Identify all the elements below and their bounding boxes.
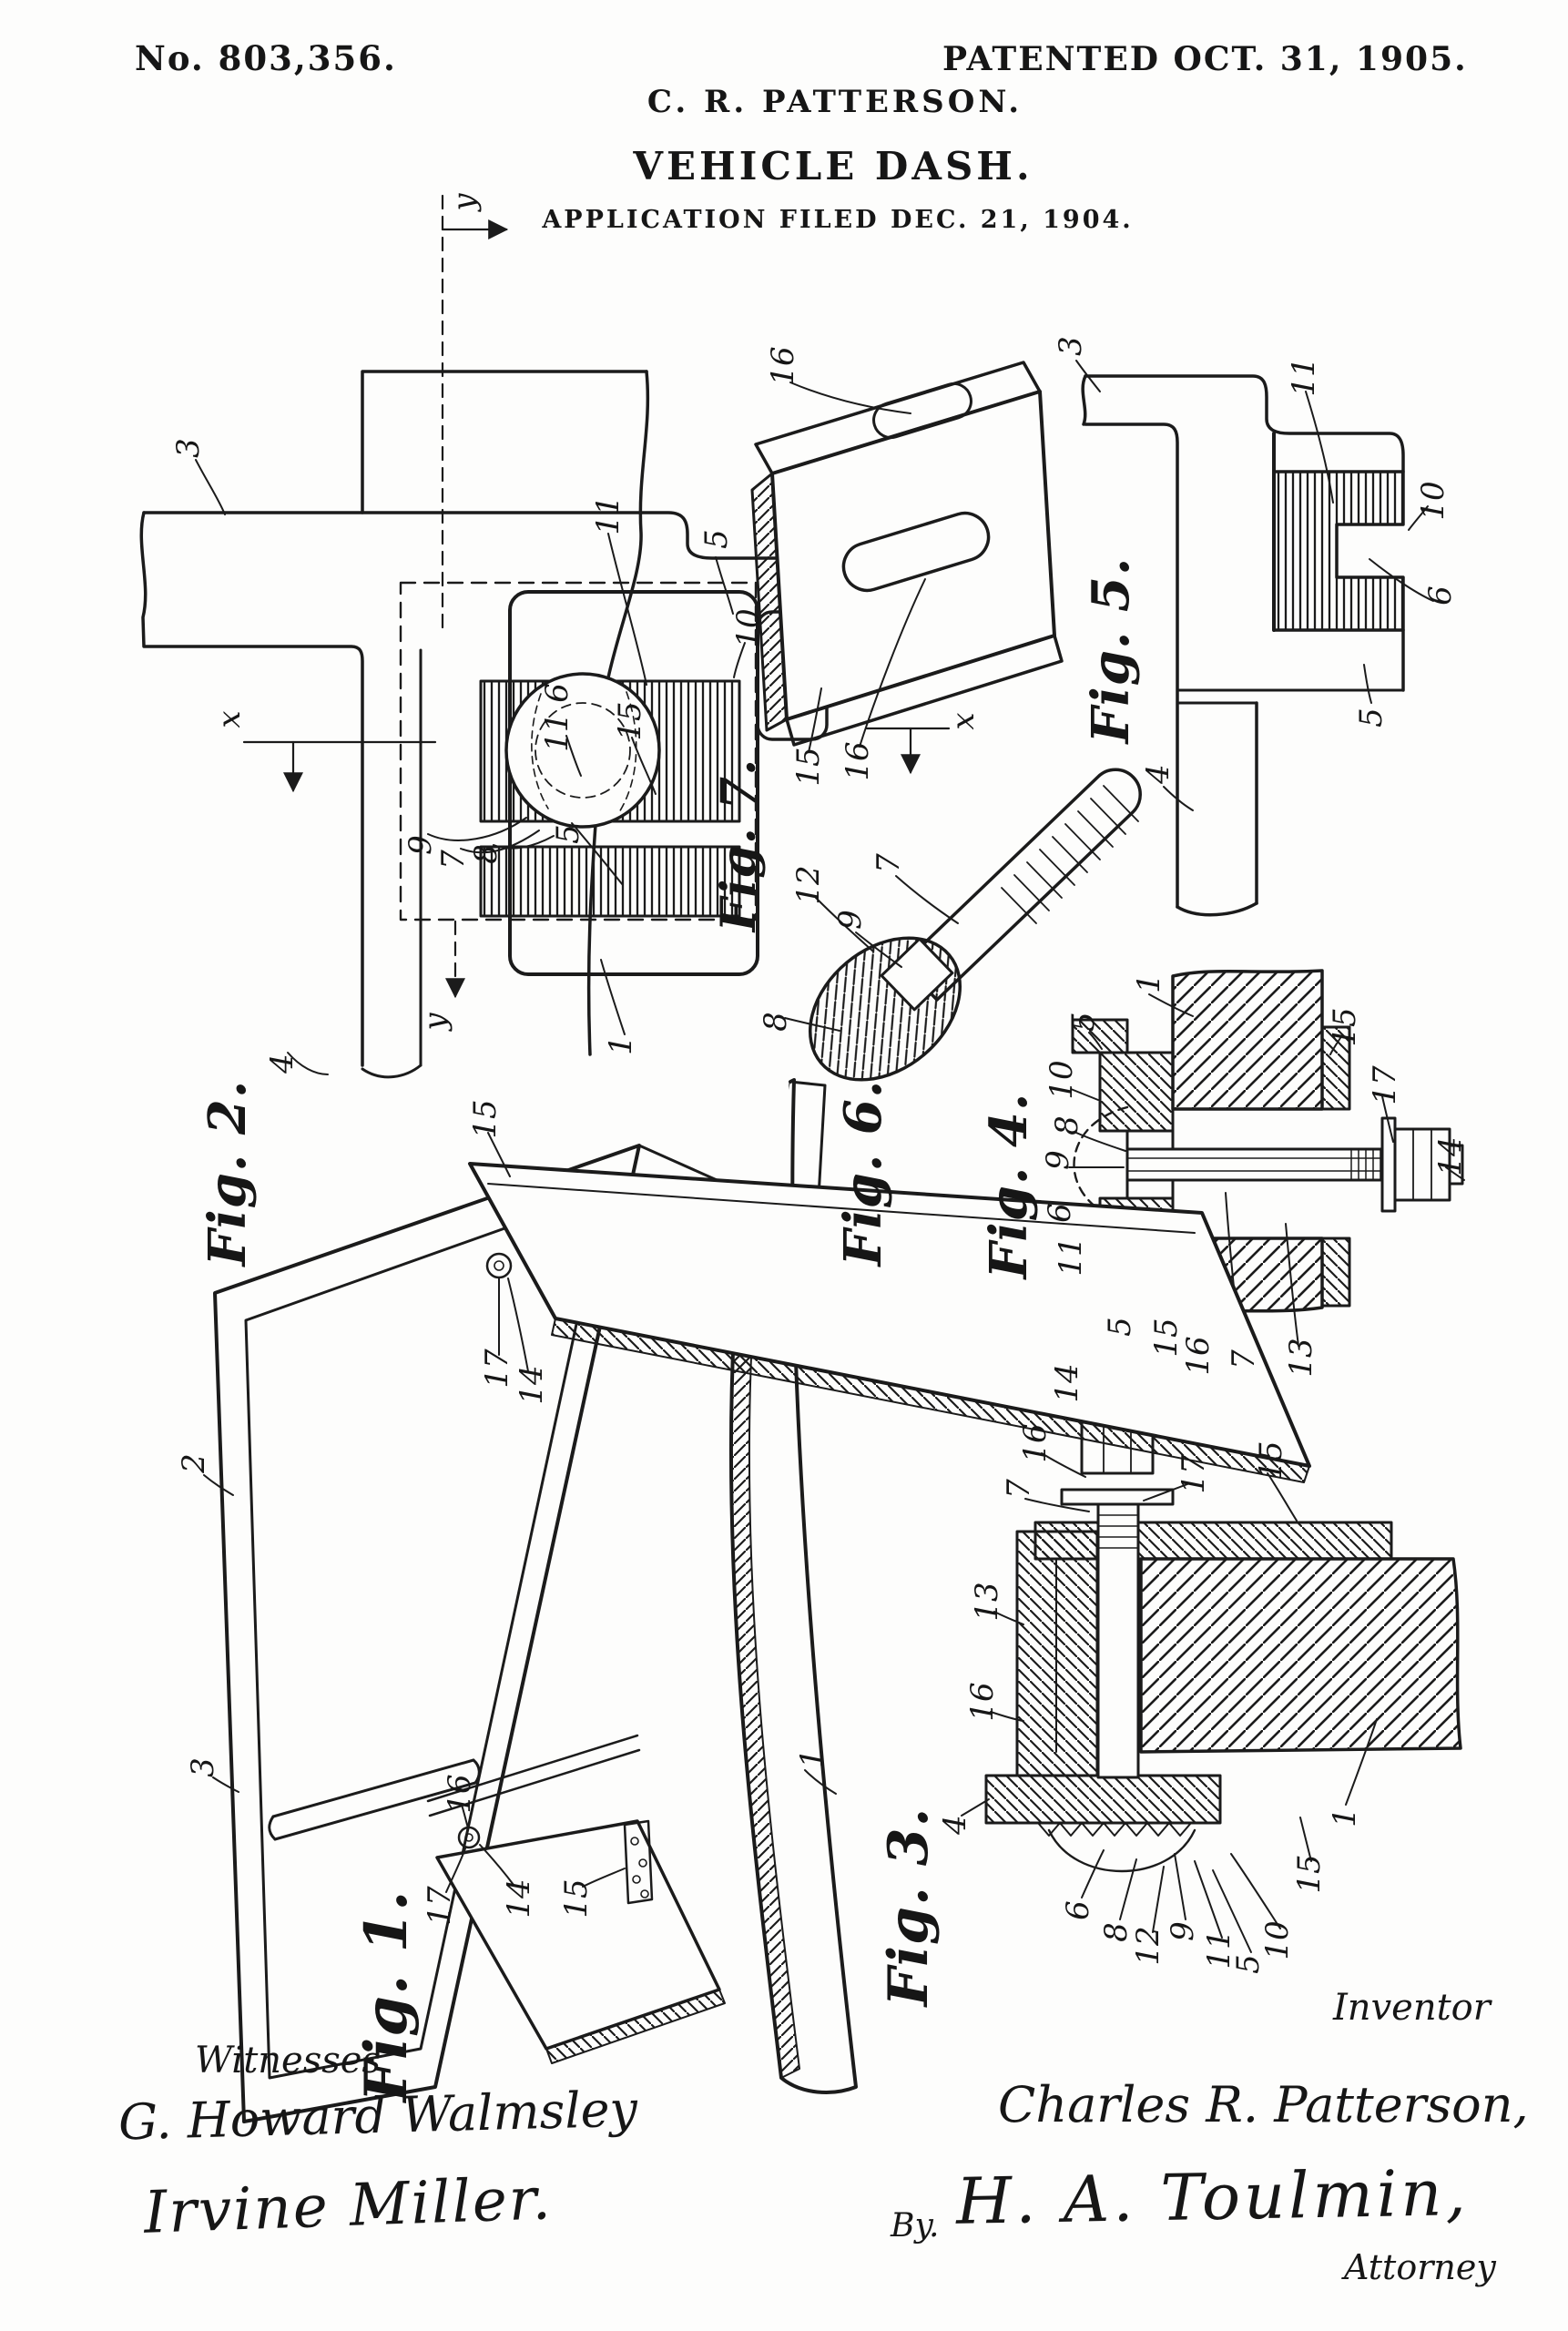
fig3-drawing [961, 1394, 1462, 1953]
ref-numeral-3: 3 [170, 438, 207, 458]
ref-numeral-1: 1 [1327, 1807, 1363, 1827]
ref-numeral-17: 17 [422, 1886, 458, 1926]
ref-numeral-3: 3 [185, 1757, 221, 1777]
ref-numeral-15: 15 [1148, 1318, 1185, 1358]
inventor-heading: Inventor [1333, 1987, 1491, 2029]
ref-numeral-1: 1 [1131, 973, 1167, 993]
attorney-heading: Attorney [1344, 2247, 1496, 2287]
ref-numeral-17: 17 [1176, 1454, 1212, 1494]
ref-numeral-1: 1 [603, 1035, 639, 1055]
application-note: APPLICATION FILED DEC. 21, 1904. [542, 206, 1134, 234]
figure-label-fig2: Fig. 2. [198, 1079, 258, 1267]
ref-numeral-15: 15 [612, 701, 648, 741]
figure-label-fig3: Fig. 3. [877, 1807, 941, 2007]
ref-numeral-11-6: 11 6 [539, 683, 575, 752]
ref-numeral-5: 5 [698, 529, 735, 549]
ref-numeral-1: 1 [794, 1748, 830, 1768]
ref-numeral-5: 5 [1353, 707, 1390, 728]
ref-numeral-7: 7 [1001, 1479, 1037, 1499]
ref-numeral-11: 11 [1286, 357, 1322, 397]
by-prefix: By. [891, 2207, 940, 2244]
ref-numeral-15: 15 [1327, 1007, 1363, 1047]
ref-numeral-10: 10 [1259, 1920, 1296, 1960]
figure-label-fig6: Fig. 6. [833, 1079, 893, 1267]
ref-numeral-17: 17 [1367, 1065, 1403, 1105]
ref-numeral-7: 7 [1226, 1349, 1262, 1369]
ref-numeral-8: 8 [1049, 1115, 1085, 1135]
ref-numeral-12: 12 [790, 865, 827, 905]
ref-numeral-10: 10 [1044, 1060, 1080, 1100]
ref-numeral-x: x [945, 712, 982, 730]
ref-numeral-14: 14 [514, 1365, 550, 1405]
ref-numeral-15: 15 [467, 1099, 504, 1139]
ref-numeral-16: 16 [442, 1774, 478, 1814]
ref-numeral-14: 14 [501, 1878, 537, 1919]
ref-numeral-15: 15 [790, 747, 827, 787]
ref-numeral-9: 9 [1165, 1921, 1201, 1941]
fig5-drawing [1075, 360, 1434, 917]
ref-numeral-17: 17 [479, 1349, 515, 1389]
ref-numeral-4: 4 [1140, 764, 1176, 784]
ref-numeral-9: 9 [402, 835, 439, 855]
ref-numeral-15: 15 [1291, 1854, 1328, 1894]
fig6-drawing [784, 768, 1142, 1082]
ref-numeral-13: 13 [969, 1582, 1005, 1622]
ref-numeral-8: 8 [1098, 1922, 1135, 1942]
ref-numeral-16: 16 [1017, 1423, 1054, 1463]
figure-label-fig4: Fig. 4. [979, 1092, 1039, 1279]
ref-numeral-11: 11 [590, 495, 626, 535]
ref-numeral-10: 10 [1415, 481, 1451, 521]
fig2-drawing [139, 194, 951, 1079]
ref-numeral-3: 3 [1053, 336, 1089, 356]
figure-label-fig5: Fig. 5. [1081, 556, 1141, 744]
ref-numeral-5: 5 [550, 824, 586, 844]
ref-numeral-7: 7 [435, 850, 472, 870]
witness-signature: Irvine Miller. [142, 2165, 554, 2247]
ref-numeral-7: 7 [871, 853, 907, 873]
ref-numeral-10: 10 [730, 608, 767, 648]
ref-numeral-x: x [211, 710, 248, 728]
ref-numeral-13: 13 [1283, 1338, 1319, 1378]
ref-numeral-15: 15 [1253, 1440, 1289, 1481]
ref-numeral-16: 16 [1180, 1336, 1217, 1376]
ref-numeral-4: 4 [937, 1815, 973, 1835]
figure-label-fig7: Fig. 7. [711, 758, 767, 932]
ref-numeral-14: 14 [1432, 1136, 1469, 1176]
inventor-name: Charles R. Patterson, [998, 2076, 1529, 2133]
patent-number: No. 803,356. [135, 38, 397, 78]
patent-date: PATENTED OCT. 31, 1905. [942, 40, 1468, 78]
ref-numeral-6: 6 [1042, 1203, 1078, 1223]
fig7-drawing [750, 361, 1064, 753]
ref-numeral-16: 16 [765, 346, 801, 386]
ref-numeral-6: 6 [1422, 585, 1459, 606]
ref-numeral-16: 16 [840, 741, 876, 781]
witnesses-heading: Witnesses [195, 2040, 381, 2082]
ref-numeral-14: 14 [1049, 1363, 1085, 1403]
applicant-name: C. R. PATTERSON. [647, 84, 1023, 120]
attorney-signature: H. A. Toulmin, [955, 2155, 1471, 2239]
ref-numeral-8: 8 [468, 844, 504, 864]
ref-numeral-9: 9 [832, 910, 869, 930]
ref-numeral-6: 6 [1060, 1900, 1096, 1920]
ref-numeral-16: 16 [964, 1682, 1001, 1722]
ref-numeral-y: y [417, 1013, 453, 1031]
ref-numeral-12: 12 [1130, 1926, 1166, 1966]
ref-numeral-9: 9 [1040, 1150, 1076, 1170]
ref-numeral-y: y [446, 193, 483, 211]
invention-title: VEHICLE DASH. [633, 144, 1033, 188]
ref-numeral-4: 4 [264, 1054, 300, 1074]
ref-numeral-5: 5 [1102, 1317, 1138, 1337]
ref-numeral-8: 8 [758, 1012, 794, 1032]
ref-numeral-15: 15 [558, 1878, 595, 1919]
fig4-drawing [1068, 969, 1465, 1349]
ref-numeral-11: 11 [1053, 1237, 1089, 1277]
ref-numeral-2: 2 [176, 1453, 212, 1473]
ref-numeral-5: 5 [1065, 1012, 1102, 1032]
fig1-drawing [203, 1078, 1311, 2123]
